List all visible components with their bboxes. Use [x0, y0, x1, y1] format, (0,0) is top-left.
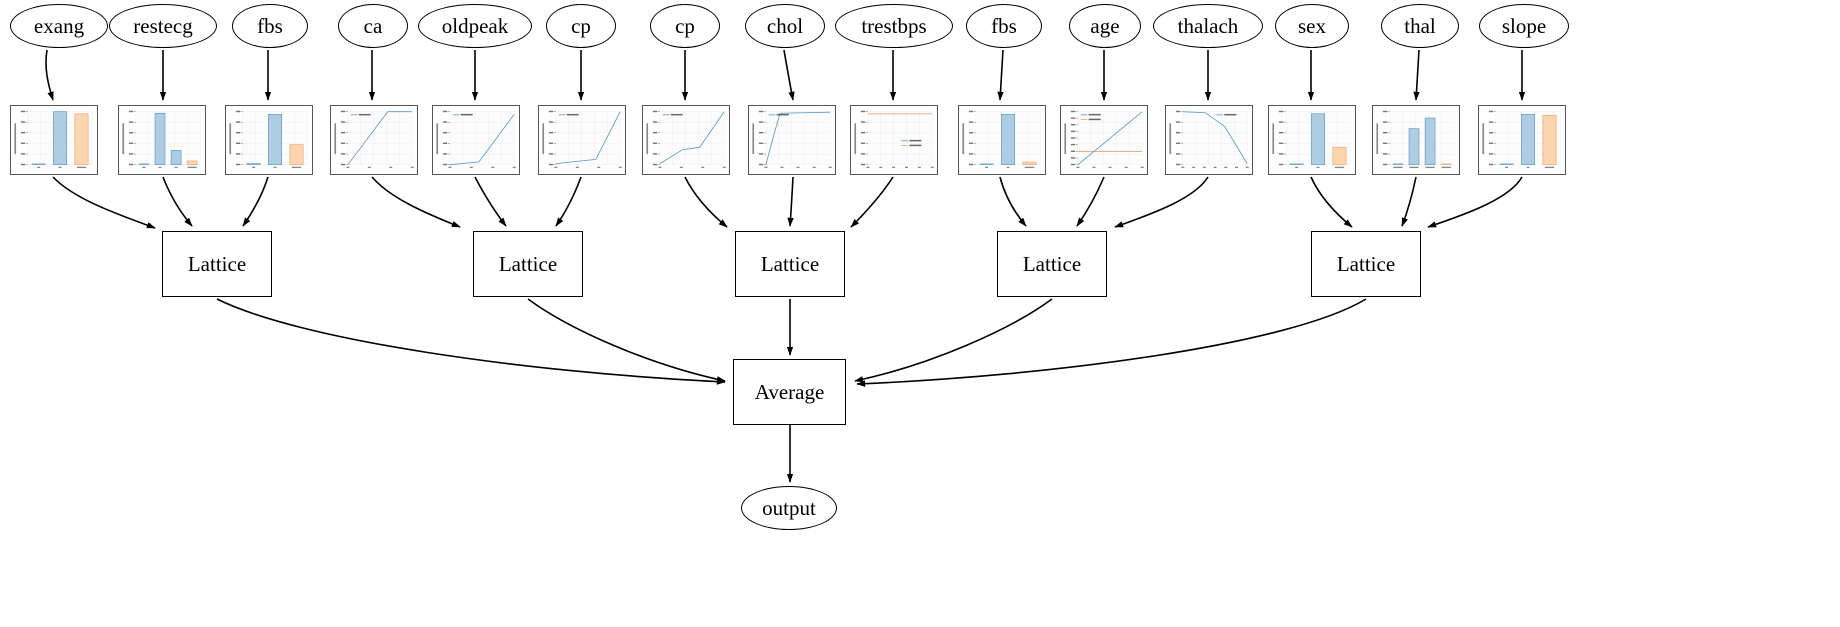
calibration-plot-thalach[interactable] — [1165, 105, 1253, 175]
lattice-label: Lattice — [1022, 251, 1082, 276]
lattice-node-3[interactable]: Lattice — [735, 231, 845, 297]
input-node-chol[interactable]: chol — [745, 4, 825, 48]
input-label: trestbps — [861, 13, 927, 38]
input-label: fbs — [257, 13, 283, 38]
calibration-plot-fbs-1[interactable] — [225, 105, 313, 175]
input-node-slope[interactable]: slope — [1479, 4, 1569, 48]
calibration-plot-sex[interactable] — [1268, 105, 1356, 175]
input-node-fbs-2[interactable]: fbs — [966, 4, 1042, 48]
calibration-plot-thal[interactable] — [1372, 105, 1460, 175]
calibration-plot-slope[interactable] — [1478, 105, 1566, 175]
lattice-label: Lattice — [498, 251, 558, 276]
input-label: sex — [1298, 13, 1326, 38]
average-node[interactable]: Average — [733, 359, 846, 425]
input-label: restecg — [133, 13, 193, 38]
input-label: slope — [1501, 13, 1547, 38]
input-label: fbs — [991, 13, 1017, 38]
calibration-plot-fbs-2[interactable] — [958, 105, 1046, 175]
input-label: chol — [766, 13, 804, 38]
input-node-cp-2[interactable]: cp — [650, 4, 720, 48]
input-node-ca[interactable]: ca — [338, 4, 408, 48]
input-label: cp — [571, 13, 591, 38]
input-label: thalach — [1177, 13, 1239, 38]
input-node-age[interactable]: age — [1069, 4, 1141, 48]
average-label: Average — [754, 379, 825, 404]
input-node-oldpeak[interactable]: oldpeak — [418, 4, 532, 48]
input-label: exang — [33, 13, 85, 38]
lattice-label: Lattice — [760, 251, 820, 276]
input-node-cp-1[interactable]: cp — [546, 4, 616, 48]
calibration-plot-oldpeak[interactable] — [432, 105, 520, 175]
calibration-plot-cp-2[interactable] — [642, 105, 730, 175]
calibration-plot-exang[interactable] — [10, 105, 98, 175]
calibration-plot-chol[interactable] — [748, 105, 836, 175]
input-node-fbs-1[interactable]: fbs — [232, 4, 308, 48]
lattice-node-4[interactable]: Lattice — [997, 231, 1107, 297]
calibration-plot-age[interactable] — [1060, 105, 1148, 175]
input-node-trestbps[interactable]: trestbps — [835, 4, 953, 48]
input-label: thal — [1404, 13, 1436, 38]
calibration-plot-restecg[interactable] — [118, 105, 206, 175]
input-label: oldpeak — [441, 13, 509, 38]
calibration-plot-cp-1[interactable] — [538, 105, 626, 175]
calibration-plot-trestbps[interactable] — [850, 105, 938, 175]
lattice-node-1[interactable]: Lattice — [162, 231, 272, 297]
output-node[interactable]: output — [741, 486, 837, 530]
input-label: age — [1090, 13, 1120, 38]
lattice-label: Lattice — [1336, 251, 1396, 276]
input-node-restecg[interactable]: restecg — [109, 4, 217, 48]
calibration-plot-ca[interactable] — [330, 105, 418, 175]
input-node-exang[interactable]: exang — [10, 4, 108, 48]
output-label: output — [762, 495, 816, 520]
input-node-thalach[interactable]: thalach — [1153, 4, 1263, 48]
input-label: cp — [675, 13, 695, 38]
input-label: ca — [363, 13, 383, 38]
lattice-node-5[interactable]: Lattice — [1311, 231, 1421, 297]
input-node-thal[interactable]: thal — [1381, 4, 1459, 48]
lattice-label: Lattice — [187, 251, 247, 276]
lattice-node-2[interactable]: Lattice — [473, 231, 583, 297]
input-node-sex[interactable]: sex — [1275, 4, 1349, 48]
